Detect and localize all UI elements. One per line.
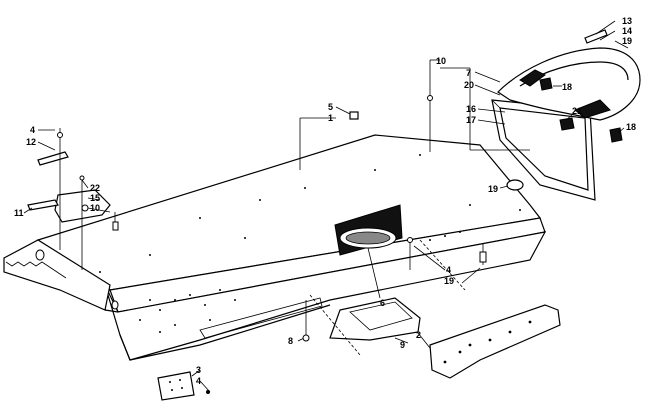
callout-20: 20 [464, 80, 474, 90]
callout-18: 18 [562, 82, 572, 92]
screw-4c [206, 390, 210, 394]
callout-16: 16 [466, 104, 476, 114]
callout-3: 3 [196, 365, 201, 375]
nut-4b [407, 237, 413, 243]
callout-4-middle: 4 [446, 265, 451, 275]
callout-1: 1 [328, 113, 333, 123]
callout-6: 6 [380, 298, 385, 308]
pad-5 [349, 111, 359, 120]
nut-22 [79, 175, 85, 181]
callout-19-bolt: 19 [444, 276, 454, 286]
callout-14: 14 [622, 26, 632, 36]
leader-lines [23, 20, 629, 393]
callout-9: 9 [400, 340, 405, 350]
callout-17: 17 [466, 115, 476, 125]
callout-19-roller: 19 [488, 184, 498, 194]
callout-7: 7 [466, 68, 471, 78]
plate-11 [27, 199, 59, 211]
clip-18a [539, 77, 553, 91]
callout-15: 15 [90, 193, 100, 203]
callout-21: 21 [572, 106, 582, 116]
callout-4-bottom: 4 [196, 376, 201, 386]
screw-8 [302, 334, 310, 342]
callout-22: 22 [90, 183, 100, 193]
roller-19 [506, 179, 524, 191]
callout-10-lower: 10 [90, 203, 100, 213]
callout-8: 8 [288, 336, 293, 346]
callout-labels: 13 14 19 10 7 20 18 5 1 16 17 21 18 4 12… [14, 16, 636, 386]
footrest-9 [329, 297, 421, 341]
tunnel-body [3, 134, 547, 361]
bolt-4a [57, 132, 63, 138]
bracket-15 [54, 189, 111, 223]
bolt-10b [112, 221, 119, 231]
bolt-19c [479, 251, 487, 263]
callout-19: 19 [622, 36, 632, 46]
callout-18-lower: 18 [626, 122, 636, 132]
bolt-10a [427, 95, 433, 101]
callout-12: 12 [26, 137, 36, 147]
side-bracket-2 [429, 304, 561, 379]
callout-11: 11 [14, 208, 24, 218]
clip-18b [609, 127, 623, 143]
plate-12 [37, 151, 69, 166]
callout-4: 4 [30, 125, 35, 135]
callout-10: 10 [436, 56, 446, 66]
callout-2: 2 [416, 330, 421, 340]
plate-3 [157, 371, 195, 401]
callout-13: 13 [622, 16, 632, 26]
clip-21 [559, 117, 575, 131]
callout-5: 5 [328, 102, 333, 112]
grab-handle-bumper [497, 29, 641, 121]
